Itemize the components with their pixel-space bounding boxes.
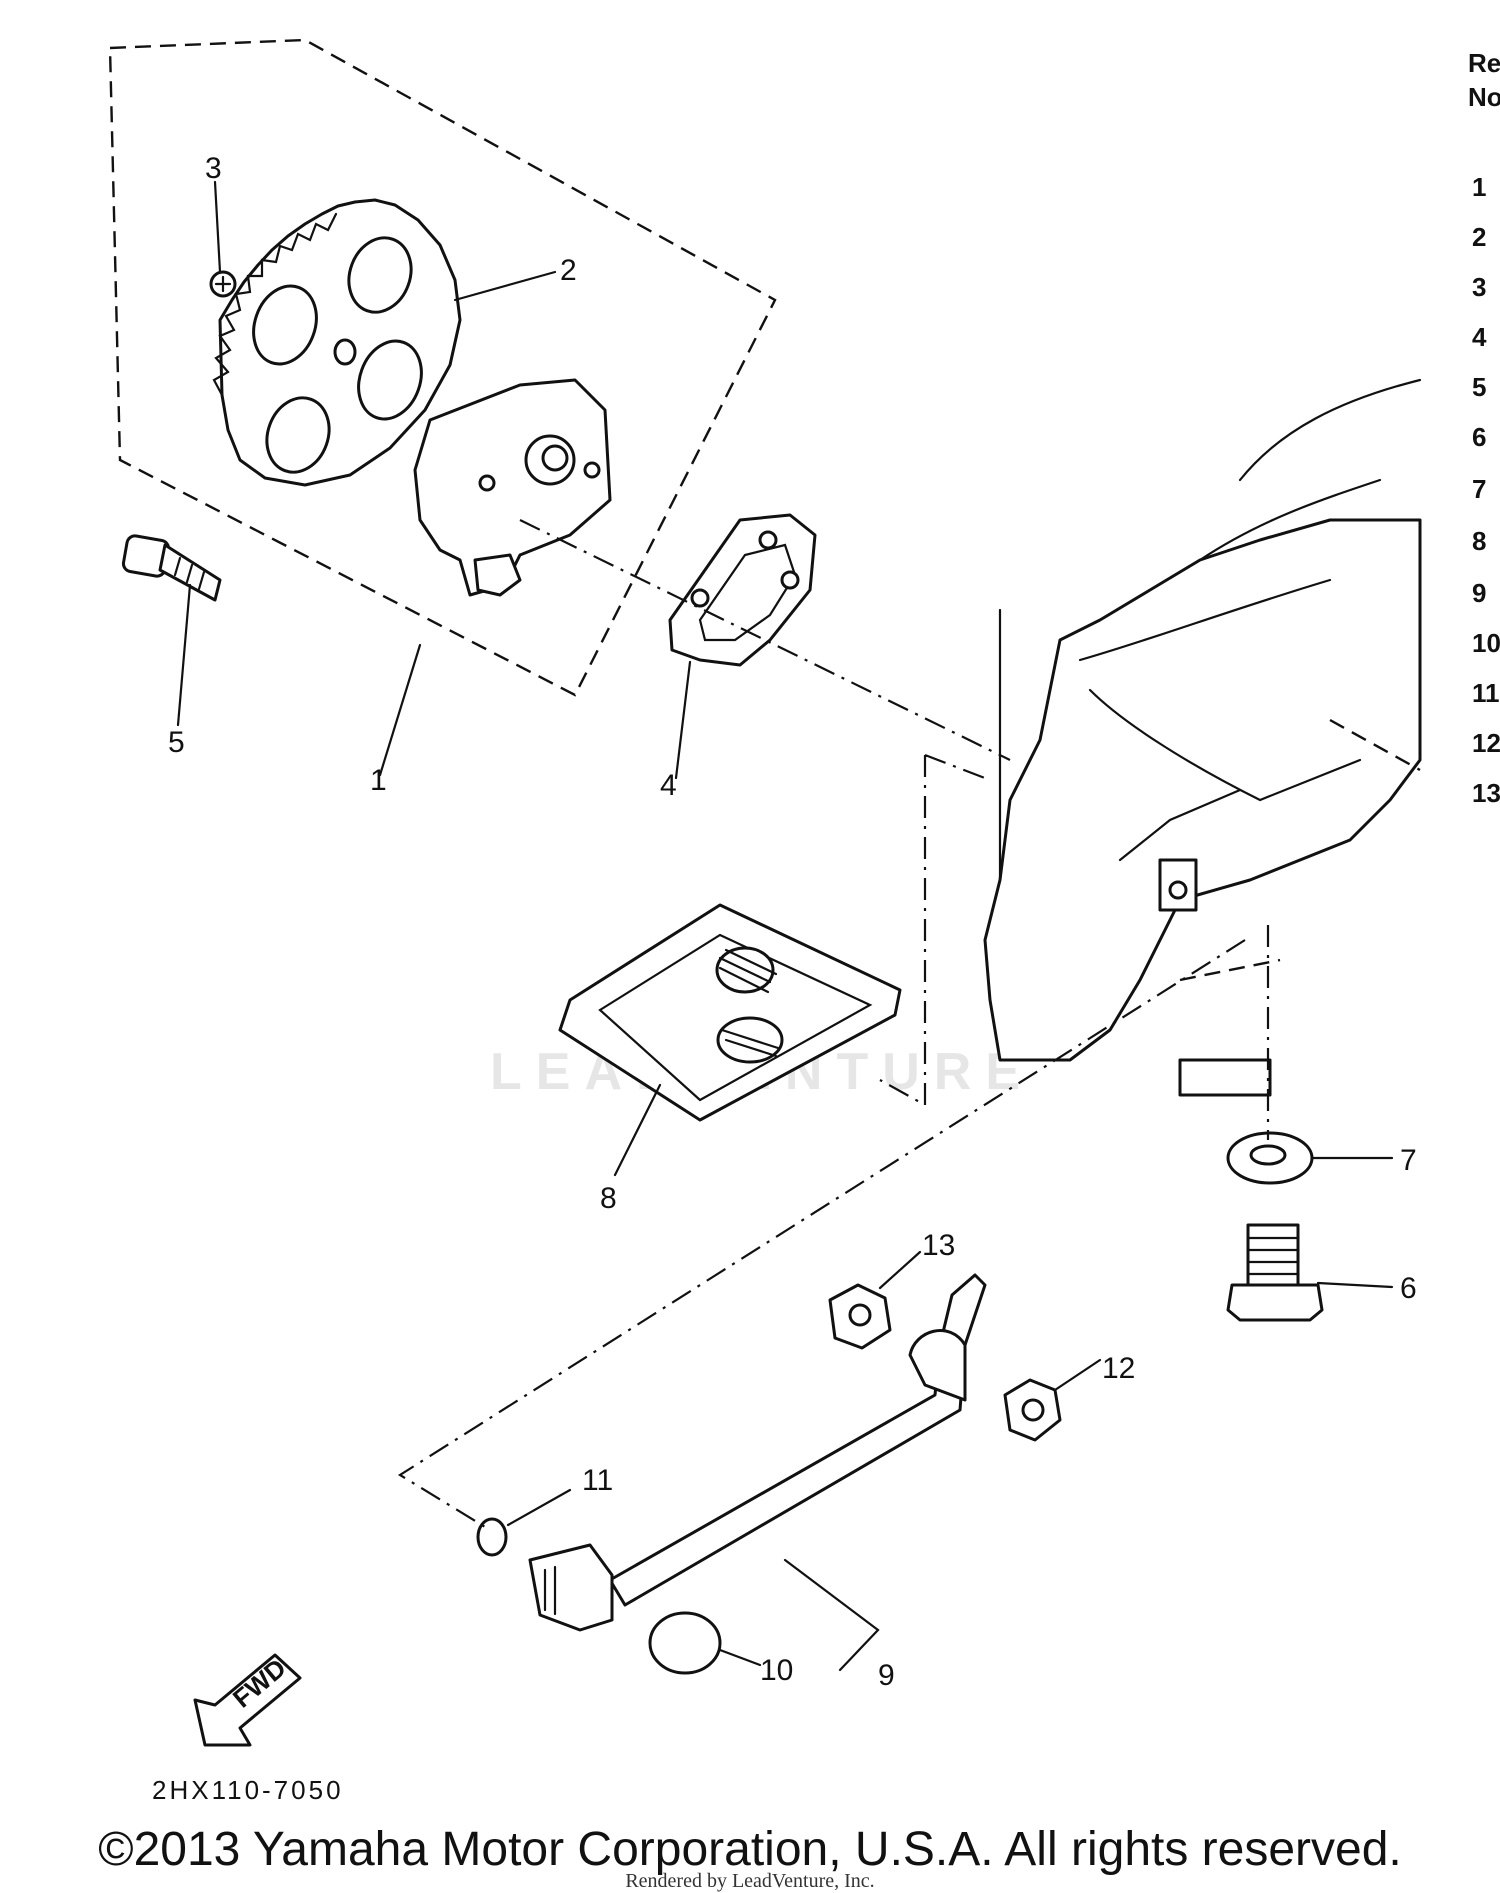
ref-row: 6 xyxy=(1472,422,1487,452)
gear-part xyxy=(212,198,462,487)
rendered-by-notice: Rendered by LeadVenture, Inc. xyxy=(625,1870,875,1892)
figure-code: 2HX110-7050 xyxy=(152,1775,344,1805)
callout-12: 12 xyxy=(1102,1352,1135,1385)
callout-8: 8 xyxy=(600,1182,617,1215)
leader-6 xyxy=(1316,1281,1394,1289)
ref-row: 13 xyxy=(1472,778,1500,808)
drain-plug-part xyxy=(1226,1223,1324,1322)
ref-row: 12 xyxy=(1472,728,1500,758)
callout-9: 9 xyxy=(878,1659,895,1692)
callout-3: 3 xyxy=(205,152,222,185)
washer-part xyxy=(1226,1131,1314,1185)
leader-12 xyxy=(1053,1358,1102,1392)
oil-pump-body xyxy=(413,378,612,597)
nut-part-12 xyxy=(1003,1378,1062,1442)
strainer-part xyxy=(558,903,902,1122)
leader-2 xyxy=(453,270,557,302)
assembly-outline xyxy=(108,38,777,697)
bolt-part xyxy=(121,534,222,602)
ref-row: 11 xyxy=(1472,678,1500,708)
callout-6: 6 xyxy=(1400,1272,1417,1305)
copyright-notice: ©2013 Yamaha Motor Corporation, U.S.A. A… xyxy=(98,1823,1402,1876)
ref-row: 1 xyxy=(1472,172,1487,202)
callout-13: 13 xyxy=(922,1229,955,1262)
leader-10 xyxy=(718,1648,762,1667)
ref-header-line-1: Re xyxy=(1468,48,1500,78)
clip-part xyxy=(209,270,237,298)
oil-pipe-part xyxy=(528,1273,987,1632)
leader-13 xyxy=(878,1250,922,1290)
leader-9 xyxy=(783,1558,880,1672)
gasket-part xyxy=(668,513,817,667)
alignment-line-strainer xyxy=(879,753,991,1107)
leader-8 xyxy=(613,1083,662,1177)
ref-row: 3 xyxy=(1472,272,1487,302)
ref-row: 10 xyxy=(1472,628,1500,658)
fwd-arrow-icon xyxy=(193,1653,302,1747)
ref-header-line-2: No xyxy=(1468,82,1500,112)
callout-2: 2 xyxy=(560,254,577,287)
cap-part xyxy=(648,1611,722,1675)
leader-11 xyxy=(506,1488,572,1527)
callout-5: 5 xyxy=(168,726,185,759)
ref-row: 8 xyxy=(1472,526,1487,556)
leader-3 xyxy=(213,180,222,274)
ref-row: 2 xyxy=(1472,222,1487,252)
ref-row: 9 xyxy=(1472,578,1487,608)
crankcase-outline xyxy=(983,378,1422,1097)
nut-part-13 xyxy=(828,1283,892,1350)
ref-row: 4 xyxy=(1472,322,1487,352)
reference-column: Re No 1 2 3 4 5 6 7 8 9 10 11 12 13 xyxy=(1460,0,1500,820)
callout-1: 1 xyxy=(370,764,387,797)
callout-4: 4 xyxy=(660,769,677,802)
leader-1 xyxy=(378,643,422,777)
ref-row: 7 xyxy=(1472,474,1487,504)
callout-10: 10 xyxy=(760,1654,793,1687)
ref-row: 5 xyxy=(1472,372,1487,402)
leader-4 xyxy=(674,660,692,780)
alignment-line-pipe xyxy=(397,939,1246,1531)
o-ring-part xyxy=(476,1517,508,1557)
callout-11: 11 xyxy=(582,1464,613,1497)
leader-5 xyxy=(176,583,192,727)
alignment-line-pump xyxy=(519,519,1011,761)
callout-7: 7 xyxy=(1400,1144,1417,1177)
